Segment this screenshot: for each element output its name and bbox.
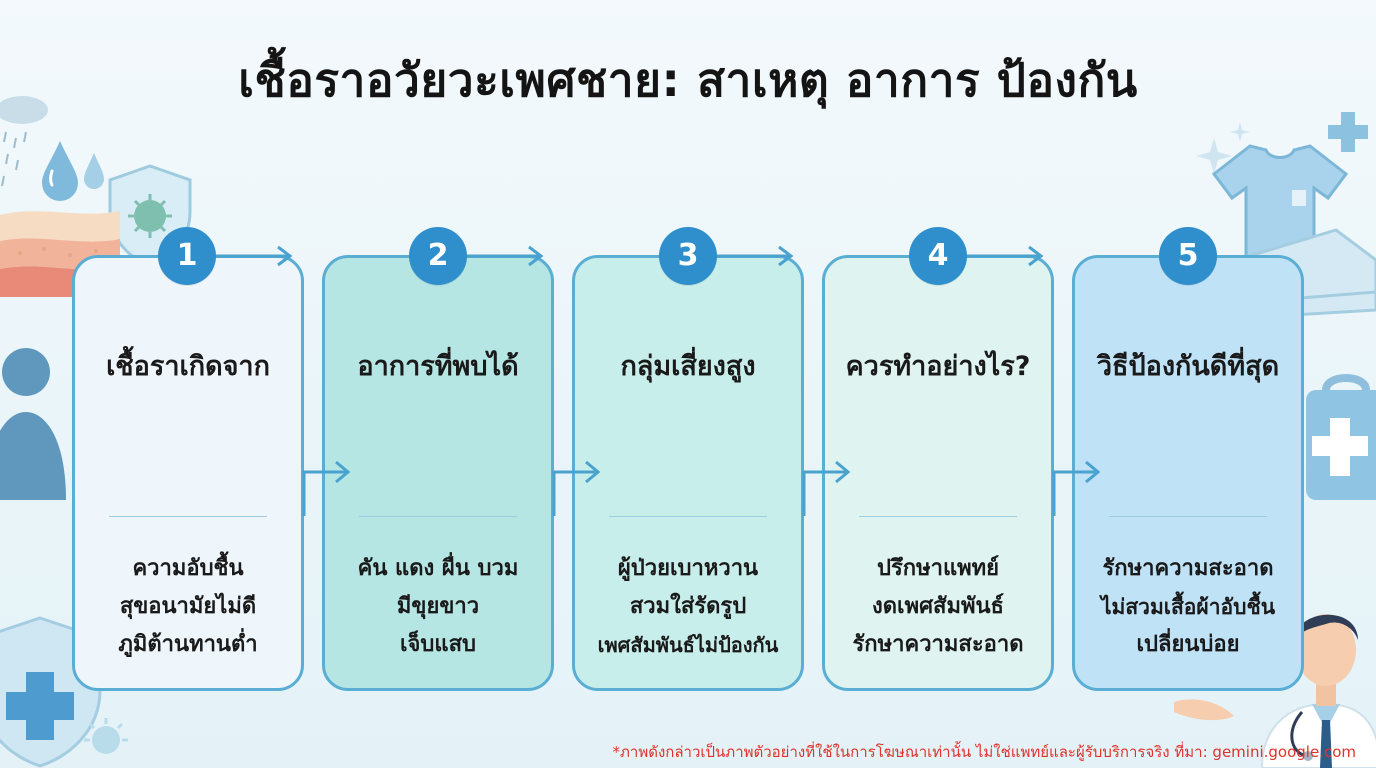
step-heading: อาการที่พบได้	[357, 351, 519, 382]
step-detail-line: ความอับชื้น	[132, 556, 244, 581]
shirt-icon	[1211, 144, 1349, 258]
step-detail-line: สวมใส่รัดรูป	[629, 594, 747, 619]
top-arrow-1	[216, 245, 293, 267]
step-details: ความอับชื้น สุขอนามัยไม่ดี ภูมิต้านทานต่…	[75, 550, 301, 664]
virus-icon	[84, 718, 128, 754]
connector-arrow-3-4	[802, 460, 851, 516]
step-number-badge-1: 1	[158, 227, 216, 285]
top-arrow-2	[467, 245, 544, 267]
plus-icon	[1328, 112, 1368, 152]
card-divider	[359, 516, 517, 517]
sparkle-icon	[1196, 122, 1250, 174]
step-heading: เชื้อราเกิดจาก	[106, 351, 270, 382]
step-number-badge-3: 3	[659, 227, 717, 285]
step-detail-line: เปลี่ยนบ่อย	[1136, 632, 1240, 657]
step-heading: วิธีป้องกันดีที่สุด	[1096, 351, 1280, 382]
step-detail-line: ปรึกษาแพทย์	[876, 556, 1000, 581]
step-detail-line: เจ็บแสบ	[400, 632, 476, 657]
step-detail-line: คัน แดง ผื่น บวม	[357, 556, 519, 581]
connector-arrow-4-5	[1052, 460, 1101, 516]
step-number-badge-5: 5	[1159, 227, 1217, 285]
step-card-3: กลุ่มเสี่ยงสูง ผู้ป่วยเบาหวาน สวมใส่รัดร…	[572, 255, 804, 691]
step-detail-line: รักษาความสะอาด	[852, 632, 1024, 657]
step-detail-line: ภูมิต้านทานต่ำ	[118, 632, 258, 657]
step-details: ปรึกษาแพทย์ งดเพศสัมพันธ์ รักษาความสะอาด	[825, 550, 1051, 664]
step-detail-line: มีขุยขาว	[396, 594, 480, 619]
step-heading: ควรทำอย่างไร?	[845, 351, 1031, 382]
cloud-rain-icon	[0, 96, 48, 187]
step-card-1: เชื้อราเกิดจาก ความอับชื้น สุขอนามัยไม่ด…	[72, 255, 304, 691]
page-title: เชื้อราอวัยวะเพศชาย: สาเหตุ อาการ ป้องกั…	[238, 53, 1138, 107]
step-detail-line: สุขอนามัยไม่ดี	[119, 594, 257, 619]
top-arrow-3	[717, 245, 794, 267]
step-number-badge-4: 4	[909, 227, 967, 285]
step-card-4: ควรทำอย่างไร? ปรึกษาแพทย์ งดเพศสัมพันธ์ …	[822, 255, 1054, 691]
step-details: ผู้ป่วยเบาหวาน สวมใส่รัดรูป เพศสัมพันธ์ไ…	[575, 550, 801, 664]
card-divider	[859, 516, 1017, 517]
card-divider	[1109, 516, 1267, 517]
connector-arrow-2-3	[552, 460, 601, 516]
step-heading: กลุ่มเสี่ยงสูง	[620, 351, 756, 382]
step-card-2: อาการที่พบได้ คัน แดง ผื่น บวม มีขุยขาว …	[322, 255, 554, 691]
step-card-5: วิธีป้องกันดีที่สุด รักษาความสะอาด ไม่สว…	[1072, 255, 1304, 691]
step-detail-line: ผู้ป่วยเบาหวาน	[617, 556, 759, 581]
top-arrow-4	[967, 245, 1044, 267]
first-aid-kit-icon	[1306, 374, 1376, 500]
water-drop-icon	[42, 141, 104, 201]
disclaimer-footer: *ภาพดังกล่าวเป็นภาพตัวอย่างที่ใช้ในการโฆ…	[612, 743, 1356, 761]
step-detail-line: งดเพศสัมพันธ์	[872, 594, 1004, 619]
step-details: คัน แดง ผื่น บวม มีขุยขาว เจ็บแสบ	[325, 550, 551, 664]
step-number-badge-2: 2	[409, 227, 467, 285]
card-divider	[109, 516, 267, 517]
step-detail-line: ไม่สวมเสื้อผ้าอับชื้น	[1100, 595, 1276, 619]
person-silhouette-icon	[0, 348, 66, 500]
step-detail-line: รักษาความสะอาด	[1102, 556, 1274, 581]
card-divider	[609, 516, 767, 517]
connector-arrow-1-2	[302, 460, 351, 516]
step-detail-line: เพศสัมพันธ์ไม่ป้องกัน	[597, 633, 779, 657]
step-details: รักษาความสะอาด ไม่สวมเสื้อผ้าอับชื้น เปล…	[1075, 550, 1301, 664]
doctor-icon	[1174, 614, 1376, 768]
